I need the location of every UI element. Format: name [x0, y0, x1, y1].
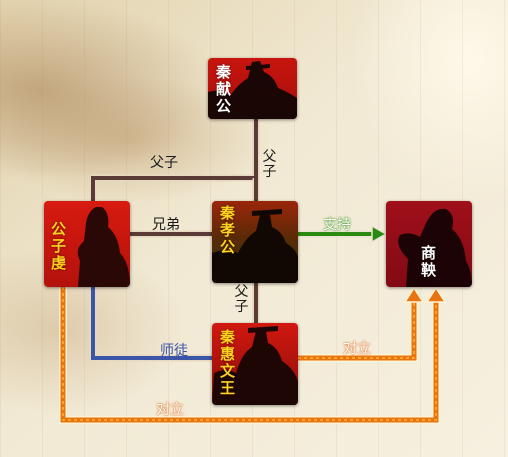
figure-silhouette-icon [398, 208, 472, 287]
label-opposition-2: 对立 [156, 402, 184, 418]
name-xianggong: 秦献公 [215, 63, 231, 115]
mentor-line [89, 287, 212, 362]
label-opposition-1: 对立 [343, 341, 371, 357]
figure-silhouette-icon [212, 326, 298, 405]
opposition-arrow-gongziqian [59, 286, 447, 424]
label-support: 支持 [323, 217, 351, 233]
node-huiwenwang[interactable]: 秦惠文王 [212, 323, 298, 405]
opposition-arrow-huiwenwang [298, 286, 425, 362]
node-xiaogong[interactable]: 秦孝公 [212, 201, 298, 283]
label-father-son-vertical: 父子 [262, 149, 277, 180]
label-brothers: 兄弟 [152, 217, 180, 233]
figure-silhouette-icon [77, 207, 130, 287]
node-gongziqian[interactable]: 公子虔 [44, 201, 130, 287]
name-gongziqian: 公子虔 [50, 220, 66, 272]
node-shangyang[interactable]: 商鞅 [386, 201, 472, 287]
figure-silhouette-icon [212, 209, 298, 283]
label-father-son-bottom: 父子 [234, 284, 249, 315]
name-huiwenwang: 秦惠文王 [219, 328, 235, 397]
label-master-apprentice: 师徒 [160, 343, 188, 359]
name-shangyang: 商鞅 [420, 244, 436, 279]
label-father-son-top: 父子 [150, 155, 178, 171]
figure-silhouette-icon [208, 61, 297, 119]
name-xiaogong: 秦孝公 [219, 204, 235, 256]
node-xianggong[interactable]: 秦献公 [208, 58, 297, 119]
support-arrow [298, 224, 388, 244]
kinship-lines [89, 119, 260, 323]
